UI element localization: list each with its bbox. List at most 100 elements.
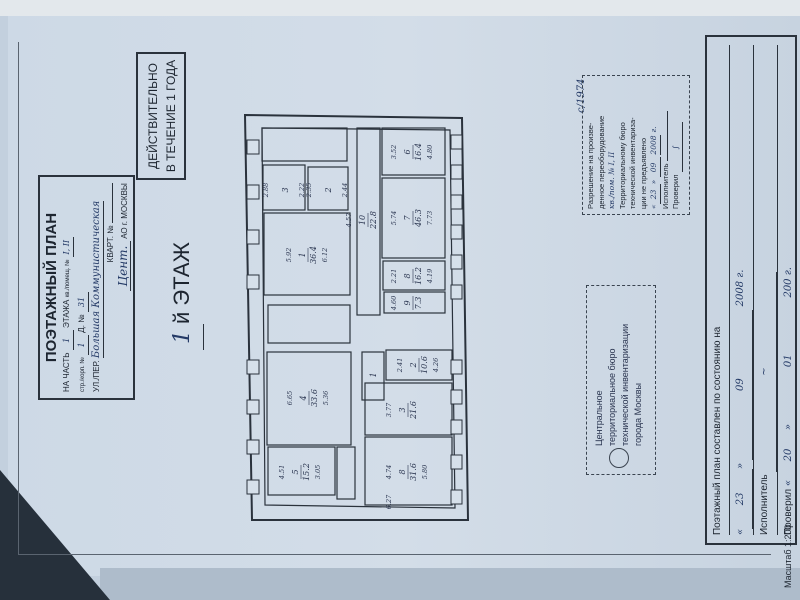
permission-box: Разрешение на произве- денное переоборуд… (582, 75, 690, 215)
room-area: 36.4 (309, 246, 318, 264)
permission-line-6: ции не предъявлено (638, 137, 648, 209)
bti-line-2: территориальное бюро (607, 348, 617, 446)
room-dimension: 3.52 (390, 145, 398, 159)
room-dimension: 4.26 (432, 358, 440, 373)
window (450, 164, 463, 180)
status-executor-label: Исполнитель (759, 474, 770, 535)
room-dimension: 3.05 (314, 465, 322, 479)
room-7 (381, 177, 446, 259)
window (450, 194, 463, 210)
status-checked-date: «20» 01 200 г. (778, 267, 800, 486)
room-dimension: 2.88 (262, 183, 270, 198)
bti-stamp: Центральное территориальное бюро техниче… (586, 285, 656, 475)
window (450, 224, 463, 240)
window (450, 389, 463, 405)
window (450, 254, 463, 270)
room-area: 21.6 (409, 401, 418, 420)
room-number: 9 (403, 300, 412, 305)
room-dimension: 2.22 (298, 183, 306, 198)
permission-line-3: кв./пом. № I, II (607, 151, 616, 209)
room-dimension: 5.80 (421, 465, 429, 479)
room-area: 33.6 (310, 389, 319, 407)
checked-month: 01 (778, 300, 800, 421)
room-dimension: 7.73 (426, 211, 434, 225)
window (450, 134, 463, 150)
room-dimension: 4.57 (345, 212, 353, 228)
room-8 (382, 260, 446, 291)
corridor-10 (356, 127, 381, 316)
room-area: 31.6 (409, 463, 418, 481)
room-number: 3 (398, 407, 407, 412)
status-heading: Поэтажный план составлен по состоянию на (707, 45, 730, 535)
room-area: 7.3 (414, 297, 423, 310)
status-year-suffix: г. (735, 269, 746, 278)
window (450, 284, 463, 300)
permission-executor-label: Исполнитель (660, 163, 670, 209)
window (450, 359, 463, 375)
room-6 (381, 127, 446, 176)
photo-bottom-edge (100, 568, 800, 600)
status-table: Поэтажный план составлен по состоянию на… (705, 35, 800, 545)
room-dimension: 4.60 (390, 296, 398, 311)
room-area: 10.6 (420, 356, 429, 374)
room-number: 3 (281, 187, 290, 192)
room-dimension: 5.92 (285, 248, 293, 262)
room-4 (266, 351, 352, 446)
room-number: 6 (403, 149, 412, 154)
room-dimension: 2.44 (341, 183, 349, 198)
room-dimension: 3.77 (385, 402, 393, 417)
permission-month: 09 (649, 157, 661, 178)
checked-day: 20 (778, 430, 800, 481)
room-9 (383, 291, 446, 314)
window (246, 359, 260, 375)
inner-wall-outline (261, 127, 456, 509)
room-dimension: 4.74 (385, 465, 393, 480)
permission-line-4: Территориальному бюро (617, 122, 627, 209)
room-number: 8 (403, 273, 412, 278)
scale-text: Масштаб 1:200 (783, 524, 793, 588)
room-area: 15.2 (302, 463, 311, 481)
room-dimension: 2.35 (305, 183, 313, 198)
room-number: 4 (299, 395, 308, 401)
room-number: 5 (291, 469, 300, 474)
room-storage (261, 127, 348, 162)
room-dimension: 4.19 (426, 269, 434, 284)
room-area: 22.8 (369, 211, 378, 230)
photo-top-edge (0, 0, 800, 16)
permission-year: 2008 (649, 135, 661, 156)
room-number: 1 (298, 252, 307, 257)
window (450, 489, 463, 505)
room-number: 1 (369, 372, 378, 377)
room-dimension: 6.65 (286, 391, 294, 405)
room-dimension: 2.21 (390, 269, 398, 284)
window (450, 454, 463, 470)
window (246, 229, 260, 245)
bti-line-4: города Москвы (633, 383, 643, 446)
window (246, 274, 260, 290)
room-3b (364, 382, 453, 436)
checked-suffix: г. (783, 267, 794, 276)
room-area: 16.2 (414, 267, 423, 285)
document-page (8, 16, 800, 576)
permission-line-5: технической инвентариза- (628, 117, 637, 209)
checked-year: 200 (783, 278, 794, 298)
room-area: 46.3 (414, 209, 423, 228)
permission-line-2: денное переоборудование (596, 115, 606, 209)
room-number: 7 (403, 215, 412, 221)
room-dimension: 6.27 (385, 494, 393, 509)
room-dimension: 5.36 (322, 391, 330, 405)
status-day: 23 (730, 468, 753, 529)
room-wc-2 (336, 446, 356, 500)
room-dimension: 5.74 (390, 211, 398, 225)
room-dimension: 4.80 (426, 145, 434, 160)
window (246, 139, 260, 155)
permission-day: 23 (649, 184, 661, 205)
room-dimension: 4.51 (278, 465, 286, 480)
status-year: 2008 (735, 280, 746, 307)
room-area: 16.4 (414, 143, 423, 161)
room-number: 2 (324, 187, 333, 193)
window (246, 399, 260, 415)
window (450, 419, 463, 435)
permission-checked-label: Проверил (671, 174, 680, 209)
